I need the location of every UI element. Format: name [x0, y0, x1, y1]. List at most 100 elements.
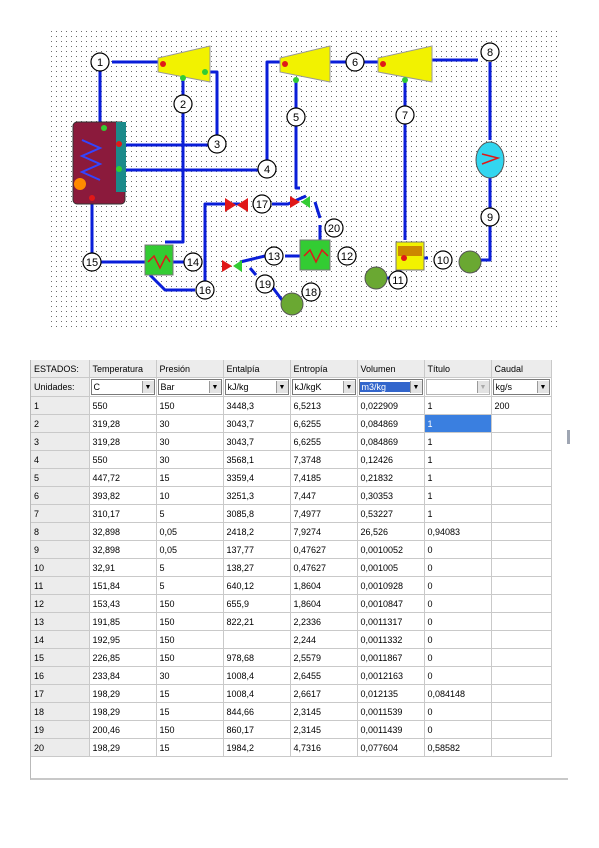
table-cell[interactable]: [491, 486, 552, 505]
state-node-6[interactable]: 6: [345, 52, 365, 72]
unit-select[interactable]: C▼: [90, 379, 155, 395]
table-cell[interactable]: 150: [156, 612, 224, 631]
table-cell[interactable]: 0,47627: [290, 540, 358, 559]
dropdown-arrow-icon[interactable]: ▼: [409, 381, 422, 393]
table-cell[interactable]: 5: [156, 558, 224, 577]
table-cell[interactable]: 0: [424, 720, 492, 739]
table-cell[interactable]: 15: [156, 738, 224, 757]
table-cell[interactable]: 1,8604: [290, 576, 358, 595]
dropdown-arrow-icon[interactable]: ▼: [275, 381, 288, 393]
table-cell[interactable]: 15: [156, 468, 224, 487]
table-cell[interactable]: 0: [424, 648, 492, 667]
state-node-17[interactable]: 17: [252, 194, 272, 214]
table-cell[interactable]: 393,82: [89, 486, 157, 505]
table-cell[interactable]: 10: [156, 486, 224, 505]
table-cell[interactable]: 1: [424, 414, 492, 433]
table-cell[interactable]: 198,29: [89, 684, 157, 703]
table-cell[interactable]: [491, 612, 552, 631]
table-cell[interactable]: [491, 594, 552, 613]
table-cell[interactable]: 0,077604: [357, 738, 425, 757]
table-cell[interactable]: 3043,7: [223, 432, 291, 451]
table-cell[interactable]: 0,0010847: [357, 594, 425, 613]
table-cell[interactable]: 0: [424, 612, 492, 631]
table-cell[interactable]: 15: [156, 702, 224, 721]
dropdown-arrow-icon[interactable]: ▼: [208, 381, 221, 393]
state-node-20[interactable]: 20: [324, 218, 344, 238]
table-cell[interactable]: 150: [156, 720, 224, 739]
state-node-9[interactable]: 9: [480, 207, 500, 227]
state-node-12[interactable]: 12: [337, 246, 357, 266]
table-cell[interactable]: 0,0011439: [357, 720, 425, 739]
table-cell[interactable]: 150: [156, 648, 224, 667]
state-node-14[interactable]: 14: [183, 252, 203, 272]
table-cell[interactable]: 233,84: [89, 666, 157, 685]
table-cell[interactable]: 200: [491, 396, 552, 415]
table-cell[interactable]: [491, 684, 552, 703]
table-cell[interactable]: 1: [424, 468, 492, 487]
table-cell[interactable]: [491, 630, 552, 649]
unit-select[interactable]: m3/kg▼: [358, 379, 423, 395]
table-cell[interactable]: 7,4185: [290, 468, 358, 487]
table-cell[interactable]: 0,084869: [357, 432, 425, 451]
table-cell[interactable]: 30: [156, 450, 224, 469]
table-cell[interactable]: 0: [424, 594, 492, 613]
table-cell[interactable]: 30: [156, 666, 224, 685]
table-cell[interactable]: 1,8604: [290, 594, 358, 613]
table-cell[interactable]: 2,244: [290, 630, 358, 649]
table-cell[interactable]: 1: [424, 504, 492, 523]
table-cell[interactable]: 151,84: [89, 576, 157, 595]
unit-select[interactable]: ▼: [425, 379, 490, 395]
state-node-13[interactable]: 13: [264, 246, 284, 266]
table-cell[interactable]: 2,6455: [290, 666, 358, 685]
state-node-3[interactable]: 3: [207, 134, 227, 154]
table-cell[interactable]: 32,91: [89, 558, 157, 577]
table-cell[interactable]: 30: [156, 414, 224, 433]
state-node-16[interactable]: 16: [195, 280, 215, 300]
table-cell[interactable]: [491, 702, 552, 721]
table-cell[interactable]: 319,28: [89, 414, 157, 433]
table-cell[interactable]: 0: [424, 702, 492, 721]
table-cell[interactable]: 0,012135: [357, 684, 425, 703]
table-cell[interactable]: 7,9274: [290, 522, 358, 541]
table-cell[interactable]: 1: [424, 396, 492, 415]
table-cell[interactable]: 150: [156, 396, 224, 415]
table-cell[interactable]: 655,9: [223, 594, 291, 613]
table-cell[interactable]: [491, 666, 552, 685]
table-cell[interactable]: 0,21832: [357, 468, 425, 487]
table-cell[interactable]: 2,2336: [290, 612, 358, 631]
table-cell[interactable]: 0,084148: [424, 684, 492, 703]
unit-select[interactable]: Bar▼: [157, 379, 222, 395]
state-node-11[interactable]: 11: [388, 270, 408, 290]
unit-select[interactable]: kg/s▼: [492, 379, 550, 395]
table-cell[interactable]: 844,66: [223, 702, 291, 721]
table-cell[interactable]: 3043,7: [223, 414, 291, 433]
table-cell[interactable]: 1008,4: [223, 666, 291, 685]
state-node-10[interactable]: 10: [433, 250, 453, 270]
dropdown-arrow-icon[interactable]: ▼: [141, 381, 154, 393]
table-cell[interactable]: 310,17: [89, 504, 157, 523]
table-cell[interactable]: 0,30353: [357, 486, 425, 505]
table-cell[interactable]: 2,6617: [290, 684, 358, 703]
dropdown-arrow-icon[interactable]: ▼: [476, 381, 489, 393]
table-cell[interactable]: 0,0011539: [357, 702, 425, 721]
table-cell[interactable]: 1: [424, 450, 492, 469]
table-cell[interactable]: 0: [424, 576, 492, 595]
table-cell[interactable]: 2,3145: [290, 720, 358, 739]
table-cell[interactable]: [491, 414, 552, 433]
table-cell[interactable]: 550: [89, 396, 157, 415]
table-cell[interactable]: 0,0010928: [357, 576, 425, 595]
table-cell[interactable]: [491, 432, 552, 451]
state-node-7[interactable]: 7: [395, 105, 415, 125]
table-cell[interactable]: 5: [156, 576, 224, 595]
table-cell[interactable]: 0,47627: [290, 558, 358, 577]
table-cell[interactable]: 822,21: [223, 612, 291, 631]
table-cell[interactable]: 0,084869: [357, 414, 425, 433]
unit-select[interactable]: kJ/kgK▼: [291, 379, 356, 395]
table-cell[interactable]: 3251,3: [223, 486, 291, 505]
table-cell[interactable]: 0,53227: [357, 504, 425, 523]
table-cell[interactable]: 2418,2: [223, 522, 291, 541]
table-cell[interactable]: 2,3145: [290, 702, 358, 721]
state-node-8[interactable]: 8: [480, 42, 500, 62]
table-cell[interactable]: 1984,2: [223, 738, 291, 757]
table-cell[interactable]: 198,29: [89, 702, 157, 721]
